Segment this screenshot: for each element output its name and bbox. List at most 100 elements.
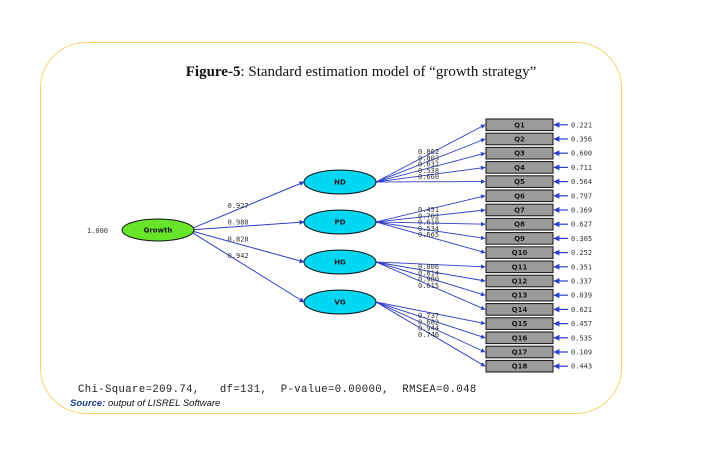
measurement-path <box>375 301 486 367</box>
structural-path <box>190 219 305 231</box>
measurement-path <box>375 221 486 227</box>
measurement-loading-label: 0.862 <box>418 148 439 156</box>
measurement-loading-label: 0.660 <box>418 173 439 181</box>
structural-loading-label: 0.927 <box>228 202 249 210</box>
figure-title: : Standard estimation model of “growth s… <box>240 64 537 80</box>
measurement-path <box>375 152 486 183</box>
indicator-box <box>485 345 554 359</box>
root-variance-label: 1.000 <box>87 227 108 235</box>
indicator-label: Q15 <box>512 320 528 328</box>
measurement-path <box>375 194 486 223</box>
indicator-box <box>485 217 554 231</box>
latent-label: HG <box>334 259 346 267</box>
indicator-box <box>485 288 554 302</box>
error-variance-label: 0.356 <box>571 136 592 144</box>
error-variance-label: 0.337 <box>571 278 592 286</box>
latent-node <box>303 289 377 315</box>
measurement-path <box>375 261 486 283</box>
indicator-label: Q13 <box>512 292 528 300</box>
measurement-loading-label: 0.746 <box>418 331 439 339</box>
indicator-label: Q17 <box>512 349 528 357</box>
source-note: Source: output of LISREL Software <box>70 398 220 409</box>
measurement-path <box>375 261 486 269</box>
measurement-loading-label: 0.944 <box>418 325 439 333</box>
error-variance-label: 0.305 <box>571 235 592 243</box>
error-variance-label: 0.221 <box>571 121 592 129</box>
measurement-path <box>375 208 486 223</box>
figure-label: Figure-5 <box>185 64 241 80</box>
measurement-loading-label: 0.615 <box>418 282 439 290</box>
measurement-path <box>375 138 486 183</box>
indicator-box <box>485 317 554 330</box>
indicator-box <box>485 118 554 132</box>
figure-caption: Figure-5: Standard estimation model of “… <box>0 64 722 81</box>
latent-node <box>303 209 377 235</box>
measurement-loading-label: 0.980 <box>418 276 439 284</box>
measurement-loading-label: 0.702 <box>418 212 439 220</box>
indicator-label: Q3 <box>514 150 525 158</box>
error-variance-label: 0.252 <box>571 249 592 257</box>
measurement-path <box>375 261 486 310</box>
indicator-box <box>485 175 554 188</box>
structural-loading-label: 0.942 <box>228 252 249 260</box>
error-variance-label: 0.369 <box>571 207 592 215</box>
indicator-label: Q7 <box>514 207 525 215</box>
error-variance-label: 0.564 <box>571 178 592 186</box>
structural-loading-label: 0.980 <box>228 219 249 227</box>
indicator-label: Q4 <box>514 164 525 172</box>
indicator-label: Q10 <box>512 249 528 257</box>
error-variance-label: 0.109 <box>571 349 592 357</box>
indicator-label: Q6 <box>514 192 525 200</box>
indicator-box <box>485 146 554 160</box>
indicator-label: Q8 <box>514 221 525 229</box>
measurement-loading-label: 0.451 <box>418 206 439 214</box>
measurement-loading-label: 0.632 <box>418 161 439 169</box>
measurement-path <box>375 221 486 241</box>
structural-path <box>190 231 305 303</box>
error-variance-label: 0.600 <box>571 150 592 158</box>
measurement-loading-label: 0.610 <box>418 219 439 227</box>
measurement-path <box>375 301 486 326</box>
latent-label: VG <box>334 299 345 307</box>
indicator-box <box>485 203 554 217</box>
indicator-label: Q14 <box>512 306 528 314</box>
indicator-box <box>485 189 554 203</box>
indicator-box <box>485 232 554 245</box>
error-variance-label: 0.797 <box>571 192 592 200</box>
root-node <box>121 218 195 242</box>
indicator-box <box>485 274 554 288</box>
error-variance-label: 0.627 <box>571 221 592 229</box>
error-variance-label: 0.711 <box>571 164 592 172</box>
error-variance-label: 0.039 <box>571 292 592 300</box>
indicator-box <box>485 359 554 373</box>
measurement-path <box>375 124 486 183</box>
indicator-label: Q11 <box>512 263 528 271</box>
indicator-label: Q1 <box>514 121 525 129</box>
error-variance-label: 0.443 <box>571 363 592 371</box>
source-label: Source: <box>70 398 106 409</box>
indicator-box <box>485 331 554 345</box>
error-variance-label: 0.457 <box>571 320 592 328</box>
error-variance-label: 0.351 <box>571 263 592 271</box>
structural-path <box>190 230 305 264</box>
structural-loading-label: 0.828 <box>228 235 249 243</box>
fit-statistics: Chi-Square=209.74, df=131, P-value=0.000… <box>78 384 477 396</box>
measurement-path <box>375 221 486 254</box>
latent-label: ND <box>334 179 346 187</box>
indicator-label: Q2 <box>514 136 525 144</box>
latent-label: PD <box>335 219 346 227</box>
measurement-loading-label: 0.538 <box>418 167 439 175</box>
measurement-path <box>375 165 486 183</box>
latent-node <box>303 249 377 275</box>
figure-frame <box>40 42 622 414</box>
indicator-box <box>485 303 554 316</box>
error-variance-label: 0.535 <box>571 334 592 342</box>
indicator-box <box>485 161 554 174</box>
measurement-path <box>375 301 486 339</box>
indicator-box <box>485 132 554 146</box>
indicator-label: Q5 <box>514 178 525 186</box>
measurement-loading-label: 0.737 <box>418 312 439 320</box>
measurement-path <box>375 301 486 353</box>
